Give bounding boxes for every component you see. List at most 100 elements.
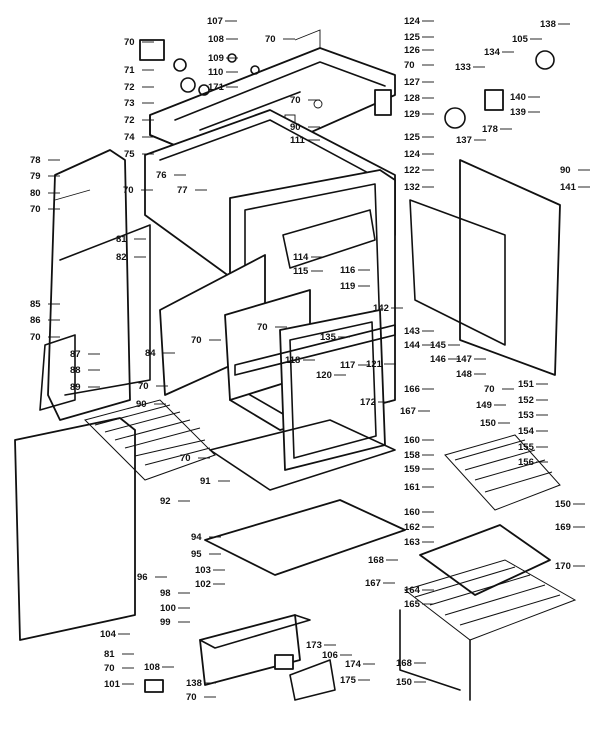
callout-label: 126	[404, 45, 420, 56]
callout-label: 162	[404, 522, 420, 533]
callout-label: 161	[404, 482, 421, 493]
callout-label: 90	[136, 399, 147, 410]
right-side-panel	[409, 159, 561, 376]
callout-label: 138	[540, 19, 556, 30]
callout-label: 148	[456, 369, 472, 380]
left-front-panel	[14, 417, 136, 641]
callout-label: 124	[404, 149, 421, 160]
callout-label: 168	[368, 555, 384, 566]
left-rack	[84, 399, 216, 481]
callout-label: 160	[404, 507, 420, 518]
callout-label: 85	[30, 299, 41, 310]
callout-label: 81	[116, 234, 127, 245]
callout-label: 103	[195, 565, 211, 576]
callout-label: 72	[124, 82, 135, 93]
callout-label: 127	[404, 77, 420, 88]
callout-label: 178	[482, 124, 498, 135]
callout-label: 147	[456, 354, 472, 365]
callout-label: 86	[30, 315, 41, 326]
callout-label: 70	[30, 204, 41, 215]
callout-label: 102	[195, 579, 211, 590]
callout-label: 172	[360, 397, 376, 408]
callout-label: 91	[200, 476, 211, 487]
callout-labels: 1077071727372747510810911017170124125126…	[30, 16, 590, 703]
callout-label: 150	[396, 677, 412, 688]
callout-label: 105	[512, 34, 529, 45]
callout-label: 98	[160, 588, 171, 599]
callout-label: 100	[160, 603, 176, 614]
callout-label: 154	[518, 426, 535, 437]
callout-label: 173	[306, 640, 322, 651]
callout-label: 104	[100, 629, 117, 640]
callout-label: 75	[124, 149, 135, 160]
callout-label: 70	[257, 322, 268, 333]
callout-label: 80	[30, 188, 41, 199]
callout-label: 82	[116, 252, 127, 263]
callout-label: 152	[518, 395, 534, 406]
callout-label: 175	[340, 675, 357, 686]
callout-label: 159	[404, 464, 420, 475]
callout-label: 119	[340, 281, 355, 292]
callout-label: 70	[180, 453, 191, 464]
callout-label: 108	[208, 34, 224, 45]
callout-label: 146	[430, 354, 446, 365]
callout-label: 115	[293, 266, 309, 277]
callout-label: 165	[404, 599, 421, 610]
left-side-panel	[39, 149, 151, 421]
callout-label: 71	[124, 65, 135, 76]
callout-label: 124	[404, 16, 421, 27]
callout-label: 72	[124, 115, 135, 126]
right-racks	[399, 434, 577, 701]
callout-label: 144	[404, 340, 421, 351]
callout-label: 153	[518, 410, 534, 421]
small-parts-top	[139, 39, 555, 129]
callout-label: 70	[290, 95, 301, 106]
callout-label: 171	[208, 82, 225, 93]
callout-label: 101	[104, 679, 121, 690]
callout-label: 114	[293, 252, 309, 263]
callout-label: 163	[404, 537, 420, 548]
callout-label: 166	[404, 384, 420, 395]
callout-label: 88	[70, 365, 81, 376]
callout-label: 121	[366, 359, 383, 370]
callout-label: 156	[518, 457, 534, 468]
callout-label: 76	[156, 170, 167, 181]
callout-label: 151	[518, 379, 535, 390]
callout-label: 139	[510, 107, 526, 118]
callout-label: 89	[70, 382, 81, 393]
callout-label: 99	[160, 617, 171, 628]
callout-label: 117	[340, 360, 355, 371]
callout-label: 90	[290, 122, 301, 133]
callout-label: 129	[404, 109, 420, 120]
callout-label: 120	[316, 370, 332, 381]
callout-label: 160	[404, 435, 420, 446]
callout-label: 70	[124, 37, 135, 48]
callout-label: 70	[191, 335, 202, 346]
callout-label: 107	[207, 16, 223, 27]
callout-label: 133	[455, 62, 471, 73]
callout-label: 169	[555, 522, 571, 533]
callout-label: 109	[208, 53, 224, 64]
callout-label: 158	[404, 450, 420, 461]
callout-label: 70	[123, 185, 134, 196]
callout-label: 70	[484, 384, 495, 395]
callout-label: 132	[404, 182, 420, 193]
callout-label: 92	[160, 496, 171, 507]
callout-label: 167	[400, 406, 416, 417]
callout-label: 73	[124, 98, 135, 109]
callout-label: 70	[186, 692, 197, 703]
callout-label: 70	[30, 332, 41, 343]
callout-label: 135	[320, 332, 337, 343]
callout-label: 125	[404, 32, 421, 43]
callout-label: 137	[456, 135, 472, 146]
callout-label: 70	[138, 381, 149, 392]
callout-label: 141	[560, 182, 577, 193]
callout-label: 87	[70, 349, 81, 360]
callout-label: 150	[555, 499, 571, 510]
callout-label: 96	[137, 572, 148, 583]
callout-label: 134	[484, 47, 501, 58]
callout-label: 167	[365, 578, 381, 589]
control-box	[144, 614, 336, 701]
callout-label: 168	[396, 658, 412, 669]
callout-label: 70	[265, 34, 276, 45]
